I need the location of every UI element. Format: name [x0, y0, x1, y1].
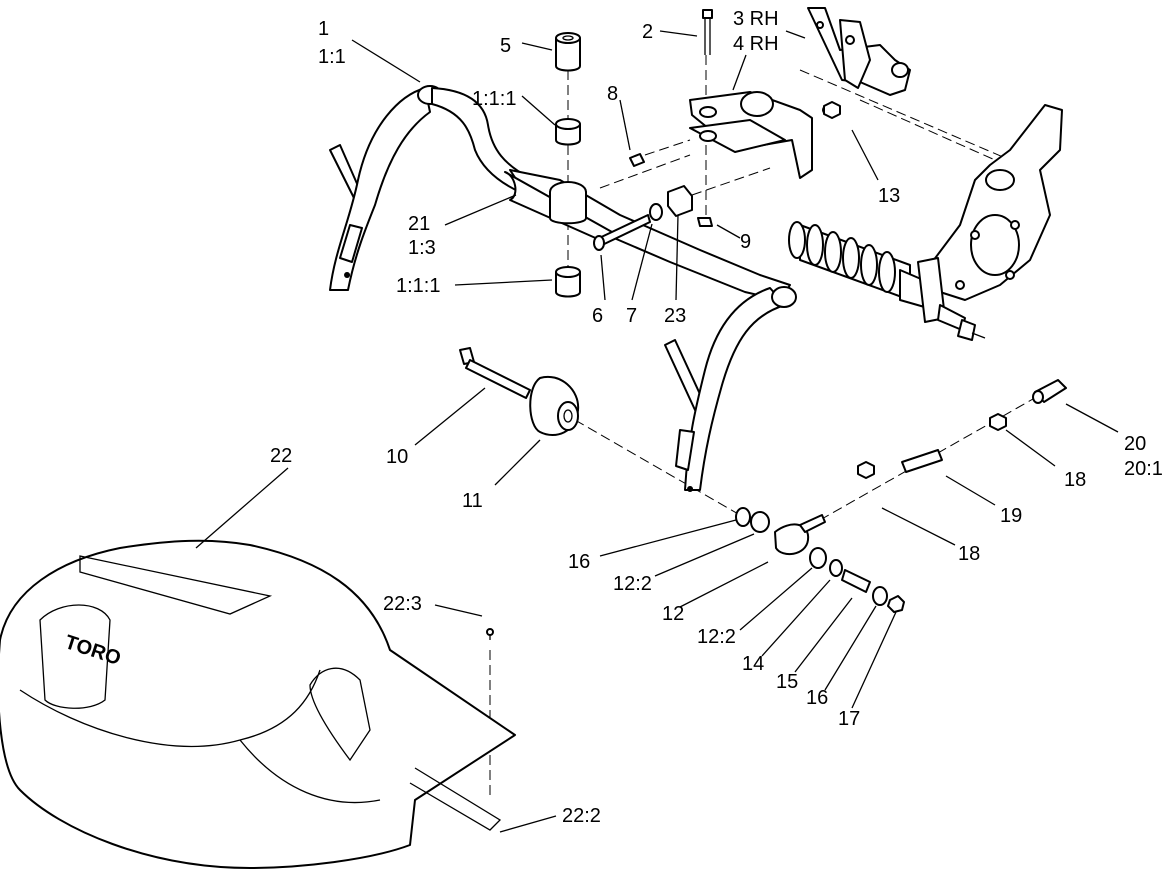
callout-19: 19	[1000, 505, 1022, 527]
callout-1: 1	[318, 18, 329, 40]
callout-5: 5	[500, 35, 511, 57]
callout-22-3: 22:3	[383, 593, 422, 615]
callout-9: 9	[740, 231, 751, 253]
callout-22-2: 22:2	[562, 805, 601, 827]
frame-bracket	[807, 7, 911, 96]
callout-6: 6	[592, 305, 603, 327]
spring-damper	[788, 221, 986, 341]
callout-21: 21	[408, 213, 430, 235]
callout-8: 8	[607, 83, 618, 105]
callout-10: 10	[386, 446, 408, 468]
callout-21-1-3: 1:3	[408, 237, 436, 259]
callout-22: 22	[270, 445, 292, 467]
callout-14: 14	[742, 653, 764, 675]
callout-17: 17	[838, 708, 860, 730]
callout-4-rh: 4 RH	[733, 33, 779, 55]
side-plate	[929, 104, 1063, 301]
callout-1-1-1-upper: 1:1:1	[472, 88, 516, 110]
callout-7: 7	[626, 305, 637, 327]
hood-cover: TORO	[0, 539, 516, 869]
callout-12-2-lower: 12:2	[697, 626, 736, 648]
lower-arm	[664, 286, 797, 492]
callout-labels: 1 1:1 5 1:1:1 2 3 RH 4 RH 8 13 21 1:3 9 …	[270, 8, 1163, 827]
callout-18-upper: 18	[1064, 469, 1086, 491]
leader-lines	[195, 30, 1119, 833]
callout-1-1-1-lower: 1:1:1	[396, 275, 440, 297]
nut-13	[823, 101, 841, 119]
bushings	[555, 32, 581, 298]
lever-arm-1	[329, 85, 791, 301]
linkage-hardware	[735, 379, 1067, 613]
callout-12: 12	[662, 603, 684, 625]
callout-11: 11	[462, 490, 483, 512]
hardware-upper	[593, 153, 713, 251]
callout-12-2-upper: 12:2	[613, 573, 652, 595]
callout-18-lower: 18	[958, 543, 980, 565]
callout-1-1: 1:1	[318, 46, 346, 68]
callout-15: 15	[776, 671, 798, 693]
callout-16-left: 16	[568, 551, 590, 573]
callout-16-right: 16	[806, 687, 828, 709]
callout-20-1: 20:1	[1124, 458, 1163, 480]
callout-20: 20	[1124, 433, 1146, 455]
callout-2: 2	[642, 21, 653, 43]
callout-13: 13	[878, 185, 900, 207]
bumper-assembly	[459, 347, 580, 437]
callout-23: 23	[664, 305, 686, 327]
callout-3-rh: 3 RH	[733, 8, 779, 30]
